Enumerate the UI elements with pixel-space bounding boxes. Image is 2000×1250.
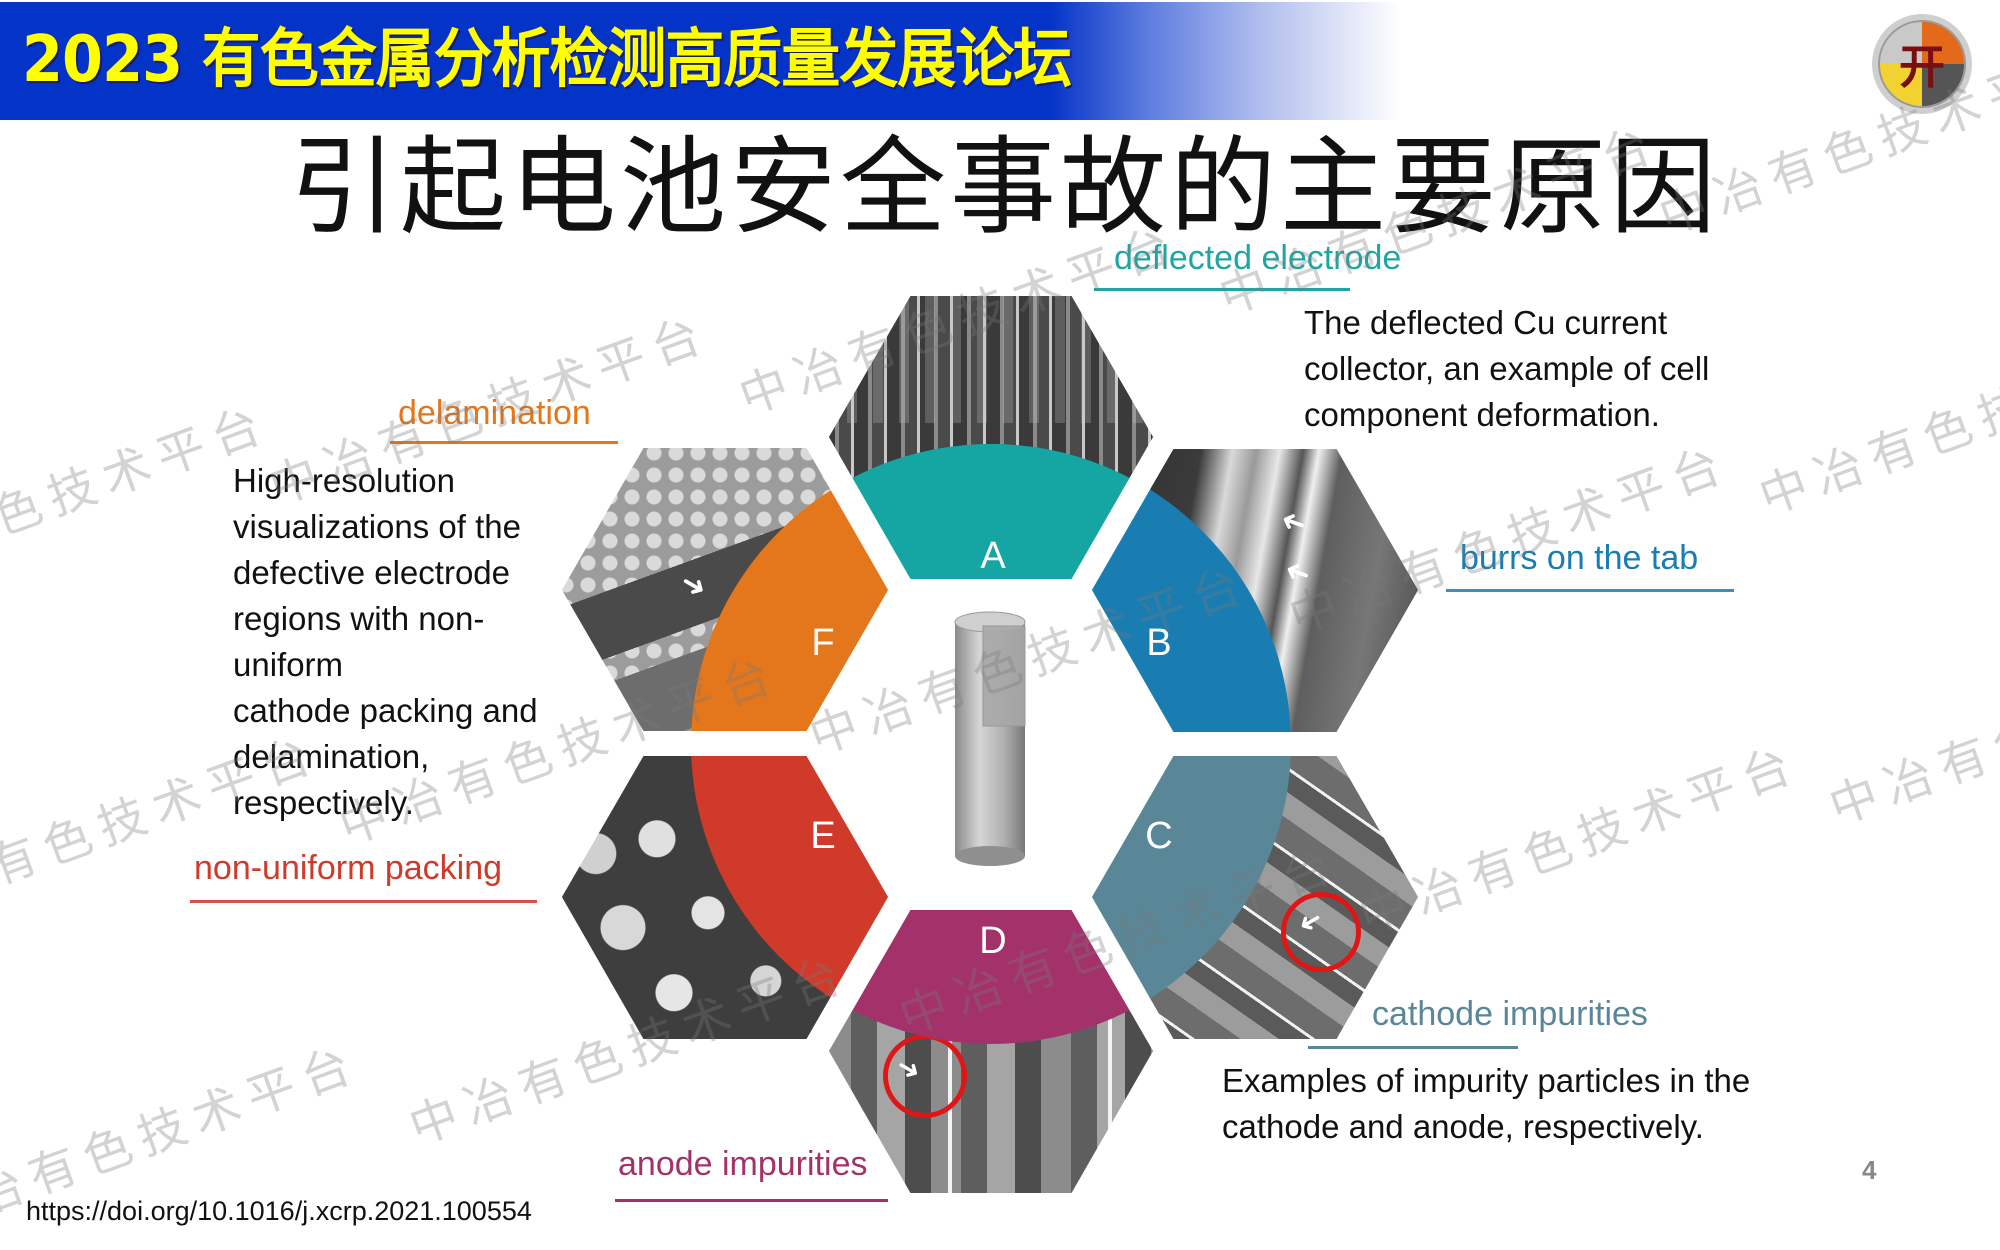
underline-burrs-on-the-tab — [1446, 589, 1734, 592]
description-impurities: Examples of impurity particles in the ca… — [1222, 1062, 1751, 1145]
label-non-uniform-packing: non-uniform packing — [194, 849, 503, 887]
university-logo: 开 — [1872, 14, 1972, 114]
page-number: 4 — [1862, 1155, 1877, 1185]
label-burrs-on-the-tab: burrs on the tab — [1460, 539, 1699, 577]
label-anode-impurities: anode impurities — [618, 1145, 868, 1183]
doi-reference-link[interactable]: https://doi.org/10.1016/j.xcrp.2021.1005… — [26, 1196, 532, 1226]
logo-emblem-icon: 开 — [1899, 40, 1945, 94]
underline-cathode-impurities — [1308, 1046, 1518, 1049]
banner-title: 2023 有色金属分析检测高质量发展论坛 — [22, 23, 1072, 97]
page-title: 引起电池安全事故的主要原因 — [290, 126, 1720, 249]
underline-delamination — [390, 441, 618, 444]
segment-letter-d: D — [979, 920, 1006, 962]
label-deflected-electrode: deflected electrode — [1114, 239, 1402, 277]
segment-letter-c: C — [1145, 815, 1172, 857]
segment-letter-f: F — [811, 622, 834, 664]
cylindrical-battery-icon — [954, 611, 1026, 866]
underline-anode-impurities — [615, 1199, 888, 1202]
red-circle-highlight — [1281, 892, 1361, 972]
underline-deflected-electrode — [1094, 288, 1350, 291]
segment-letter-a: A — [980, 535, 1006, 577]
label-cathode-impurities: cathode impurities — [1372, 995, 1648, 1033]
header-banner: 2023 有色金属分析检测高质量发展论坛 — [0, 2, 1400, 120]
label-delamination: delamination — [398, 394, 591, 432]
description-deflected-electrode: The deflected Cu current collector, an e… — [1304, 304, 1710, 433]
description-delamination: High-resolution visualizations of the de… — [233, 462, 538, 821]
segment-letter-e: E — [810, 815, 835, 857]
underline-non-uniform-packing — [190, 900, 537, 903]
segment-letter-b: B — [1146, 622, 1171, 664]
